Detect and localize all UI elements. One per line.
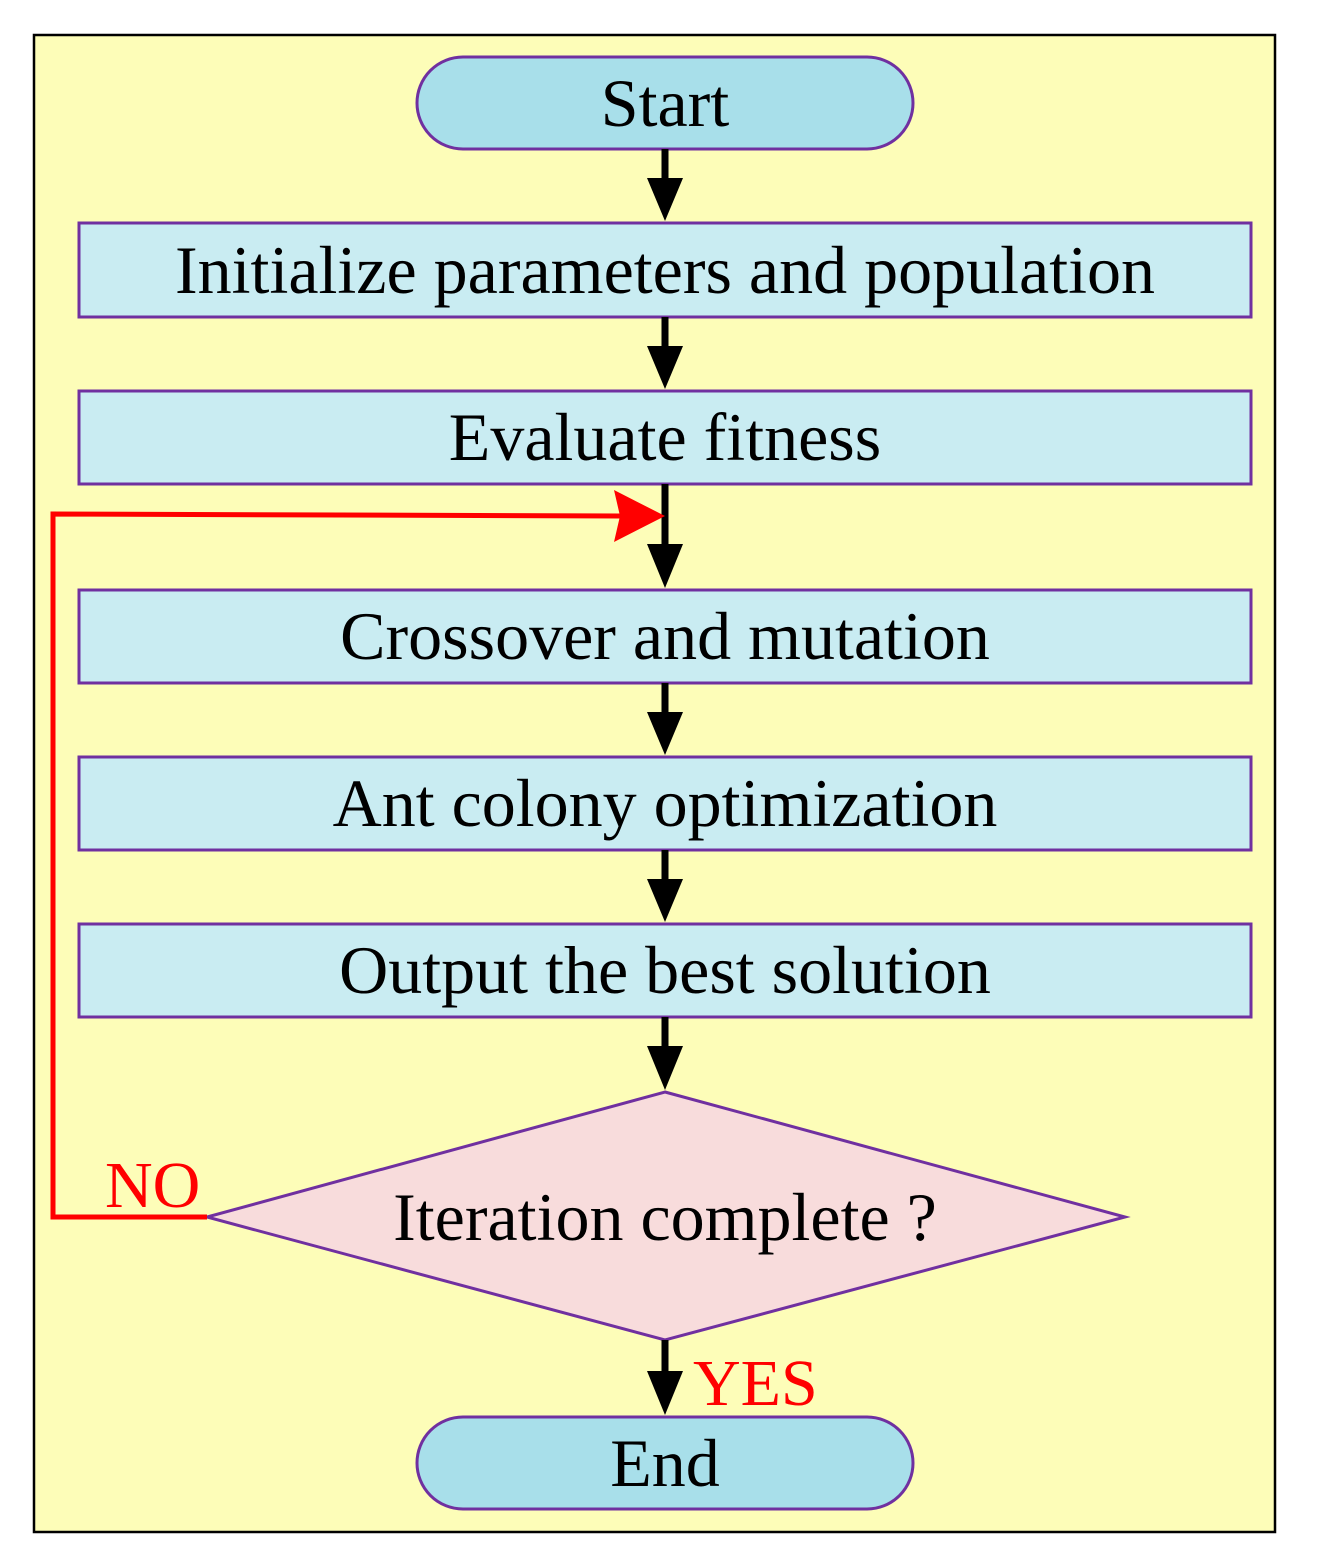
no-loop-arrow [50, 490, 665, 1220]
start-node: Start [415, 55, 915, 151]
initialize-node: Initialize parameters and population [77, 221, 1253, 319]
crossover-mutation-label: Crossover and mutation [340, 598, 990, 674]
arrow-crossover-to-aco [647, 683, 683, 755]
no-label: NO [105, 1149, 200, 1222]
output-solution-label: Output the best solution [339, 932, 991, 1008]
arrow-evaluate-to-crossover [647, 484, 683, 588]
initialize-label: Initialize parameters and population [175, 232, 1155, 308]
flow-arrows [647, 149, 683, 1415]
yes-label: YES [693, 1347, 818, 1420]
arrow-decision-to-end [647, 1340, 683, 1415]
arrow-init-to-evaluate [647, 317, 683, 389]
output-solution-node: Output the best solution [77, 922, 1253, 1019]
arrow-start-to-init [647, 149, 683, 221]
evaluate-fitness-node: Evaluate fitness [77, 389, 1253, 486]
end-label: End [610, 1425, 720, 1501]
ant-colony-node: Ant colony optimization [77, 755, 1253, 852]
start-label: Start [601, 65, 730, 141]
ant-colony-label: Ant colony optimization [333, 765, 998, 841]
arrow-aco-to-output [647, 850, 683, 922]
end-node: End [415, 1415, 915, 1511]
iteration-decision-label: Iteration complete ? [393, 1179, 937, 1255]
arrow-output-to-decision [647, 1017, 683, 1090]
crossover-mutation-node: Crossover and mutation [77, 588, 1253, 685]
evaluate-fitness-label: Evaluate fitness [449, 399, 881, 475]
